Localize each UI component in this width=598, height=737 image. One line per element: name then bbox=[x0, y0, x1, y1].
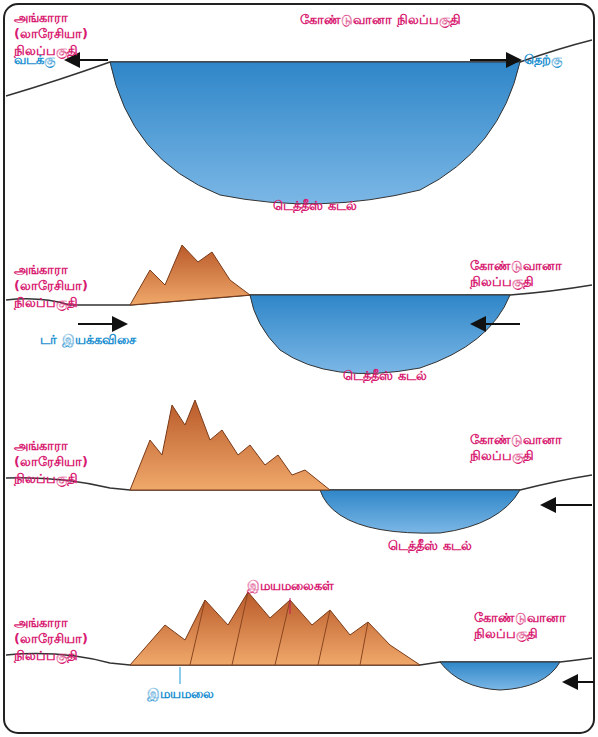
sea-label: டெத்தீஸ் கடல் bbox=[388, 538, 472, 554]
mountain-label: இமயமலை bbox=[147, 686, 214, 702]
direction-label: தெற்கு bbox=[524, 52, 562, 68]
mountain-label: இமயமலைகள் bbox=[247, 578, 334, 594]
landmass-label: கோண்டுவானா நிலப்பகுதி bbox=[474, 610, 590, 643]
landmass-label: அங்காரா (லாரேசியா) நிலப்பகுதி bbox=[14, 615, 124, 664]
landmass-label: அங்காரா (லாரேசியா) நிலப்பகுதி bbox=[14, 10, 134, 59]
landmass-label: அங்காரா (லாரேசியா) நிலப்பகுதி bbox=[14, 262, 124, 311]
landmass-label: கோண்டுவானா நிலப்பகுதி bbox=[300, 12, 461, 28]
direction-label: வடக்கு bbox=[14, 52, 55, 68]
sea-label: டெத்தீஸ் கடல் bbox=[273, 198, 357, 214]
landmass-label: அங்காரா (லாரேசியா) நிலப்பகுதி bbox=[14, 438, 124, 487]
landmass-label: கோண்டுவானா நிலப்பகுதி bbox=[470, 432, 590, 465]
landmass-label: கோண்டுவானா நிலப்பகுதி bbox=[470, 258, 590, 291]
force-label: டர் இயக்கவிசை bbox=[40, 332, 136, 348]
sea-label: டெத்தீஸ் கடல் bbox=[343, 368, 427, 384]
